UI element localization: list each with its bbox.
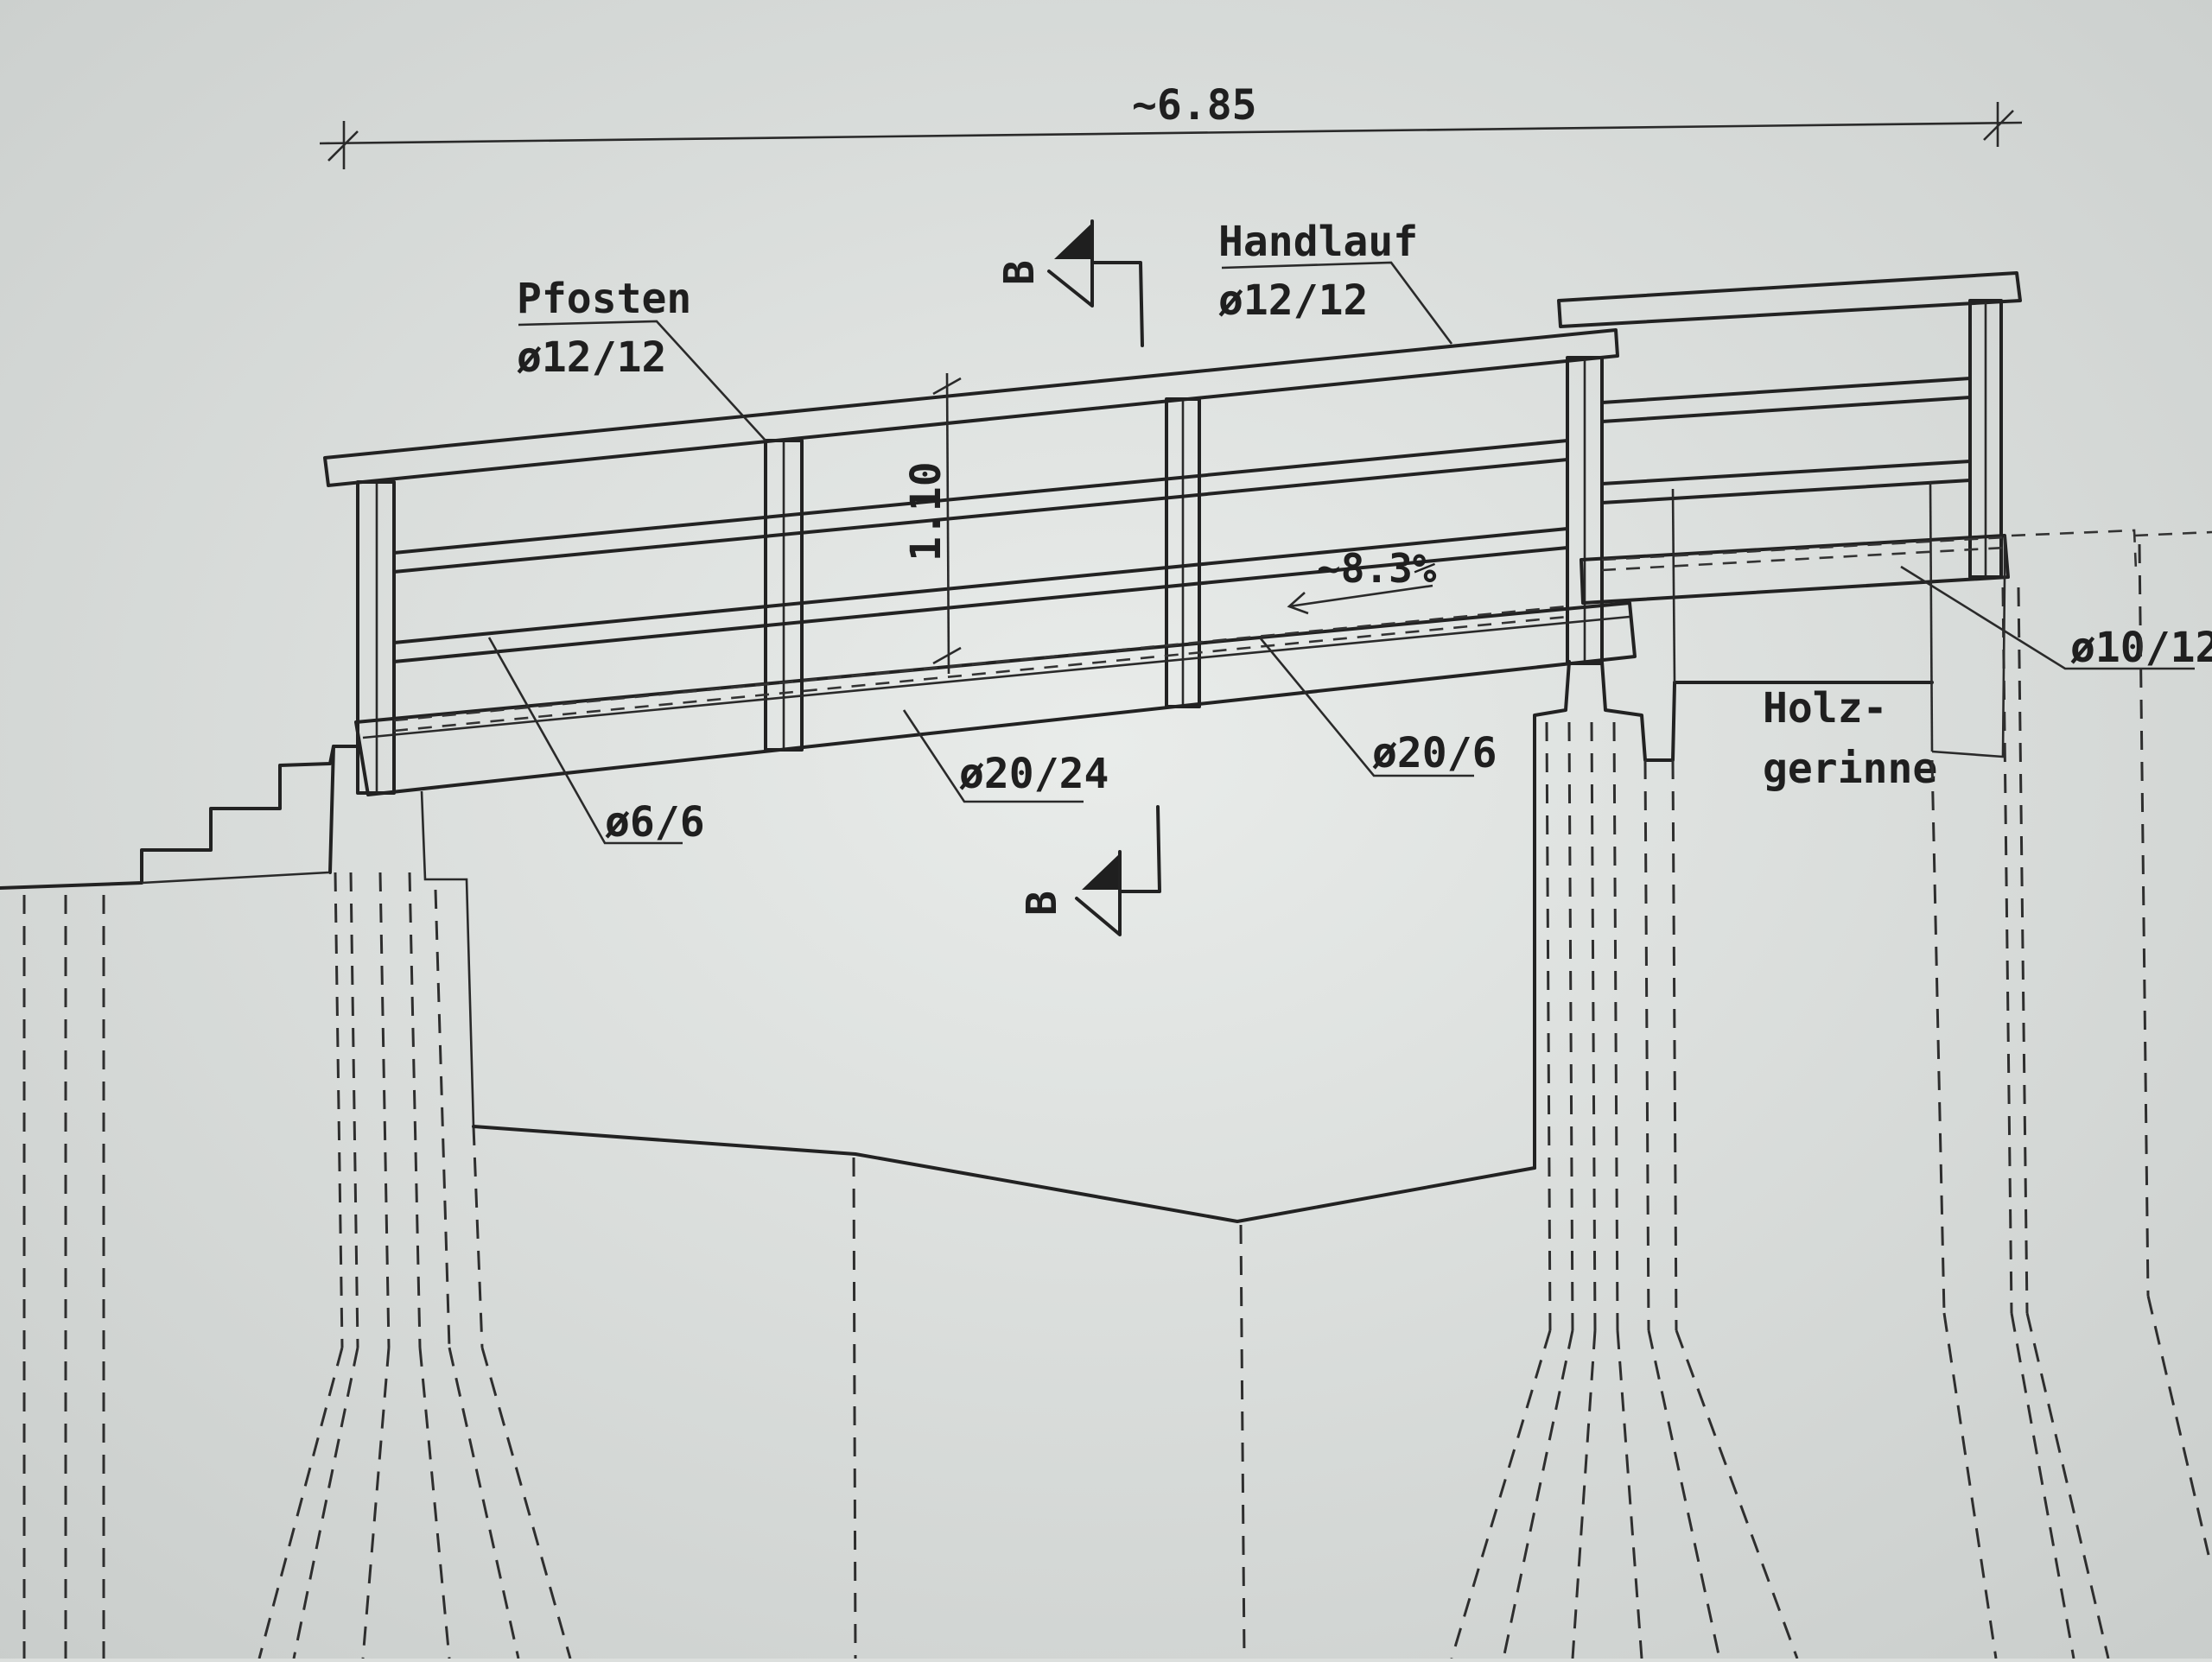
handrail-landing xyxy=(1557,271,2022,328)
slope-label: ~8.3% xyxy=(1317,545,1437,592)
deck-board-label: ø20/6 xyxy=(1372,729,1497,777)
pfosten-title: Pfosten xyxy=(517,275,691,323)
handlauf-title: Handlauf xyxy=(1218,218,1418,266)
beam-main-label: ø20/24 xyxy=(959,750,1109,798)
label-pfosten: Pfosten ø12/12 xyxy=(517,275,766,441)
overall-dimension: ~6.85 xyxy=(319,81,2023,169)
label-rail-small: ø6/6 xyxy=(487,637,705,847)
handlauf-size: ø12/12 xyxy=(1218,276,1368,325)
channel-structure xyxy=(1671,481,2212,1659)
label-channel: Holz- gerinne xyxy=(1763,684,1937,793)
section-marker-top: B xyxy=(995,219,1144,347)
section-label-bottom: B xyxy=(1018,891,1066,916)
rail-small-label: ø6/6 xyxy=(605,798,705,847)
overall-length-label: ~6.85 xyxy=(1132,81,1257,130)
channel-label-line2: gerinne xyxy=(1763,745,1937,793)
label-deck-board: ø20/6 xyxy=(1258,637,1497,777)
pfosten-size: ø12/12 xyxy=(517,333,666,382)
deck-beam xyxy=(354,534,2010,796)
label-beam-main: ø20/24 xyxy=(902,709,1109,803)
rails xyxy=(392,377,1972,663)
right-abutment xyxy=(1450,660,1799,1659)
height-label: 1.10 xyxy=(902,461,950,561)
handrail-main xyxy=(323,328,1619,487)
channel-label-line1: Holz- xyxy=(1763,684,1888,733)
terrain-profile xyxy=(472,1125,1536,1659)
section-marker-bottom: B xyxy=(1018,805,1161,936)
left-abutment xyxy=(22,745,572,1659)
slope-indicator: ~8.3% xyxy=(1287,545,1437,615)
label-handlauf: Handlauf ø12/12 xyxy=(1218,218,1453,345)
height-dimension: 1.10 xyxy=(902,372,962,675)
section-label-top: B xyxy=(995,260,1044,285)
